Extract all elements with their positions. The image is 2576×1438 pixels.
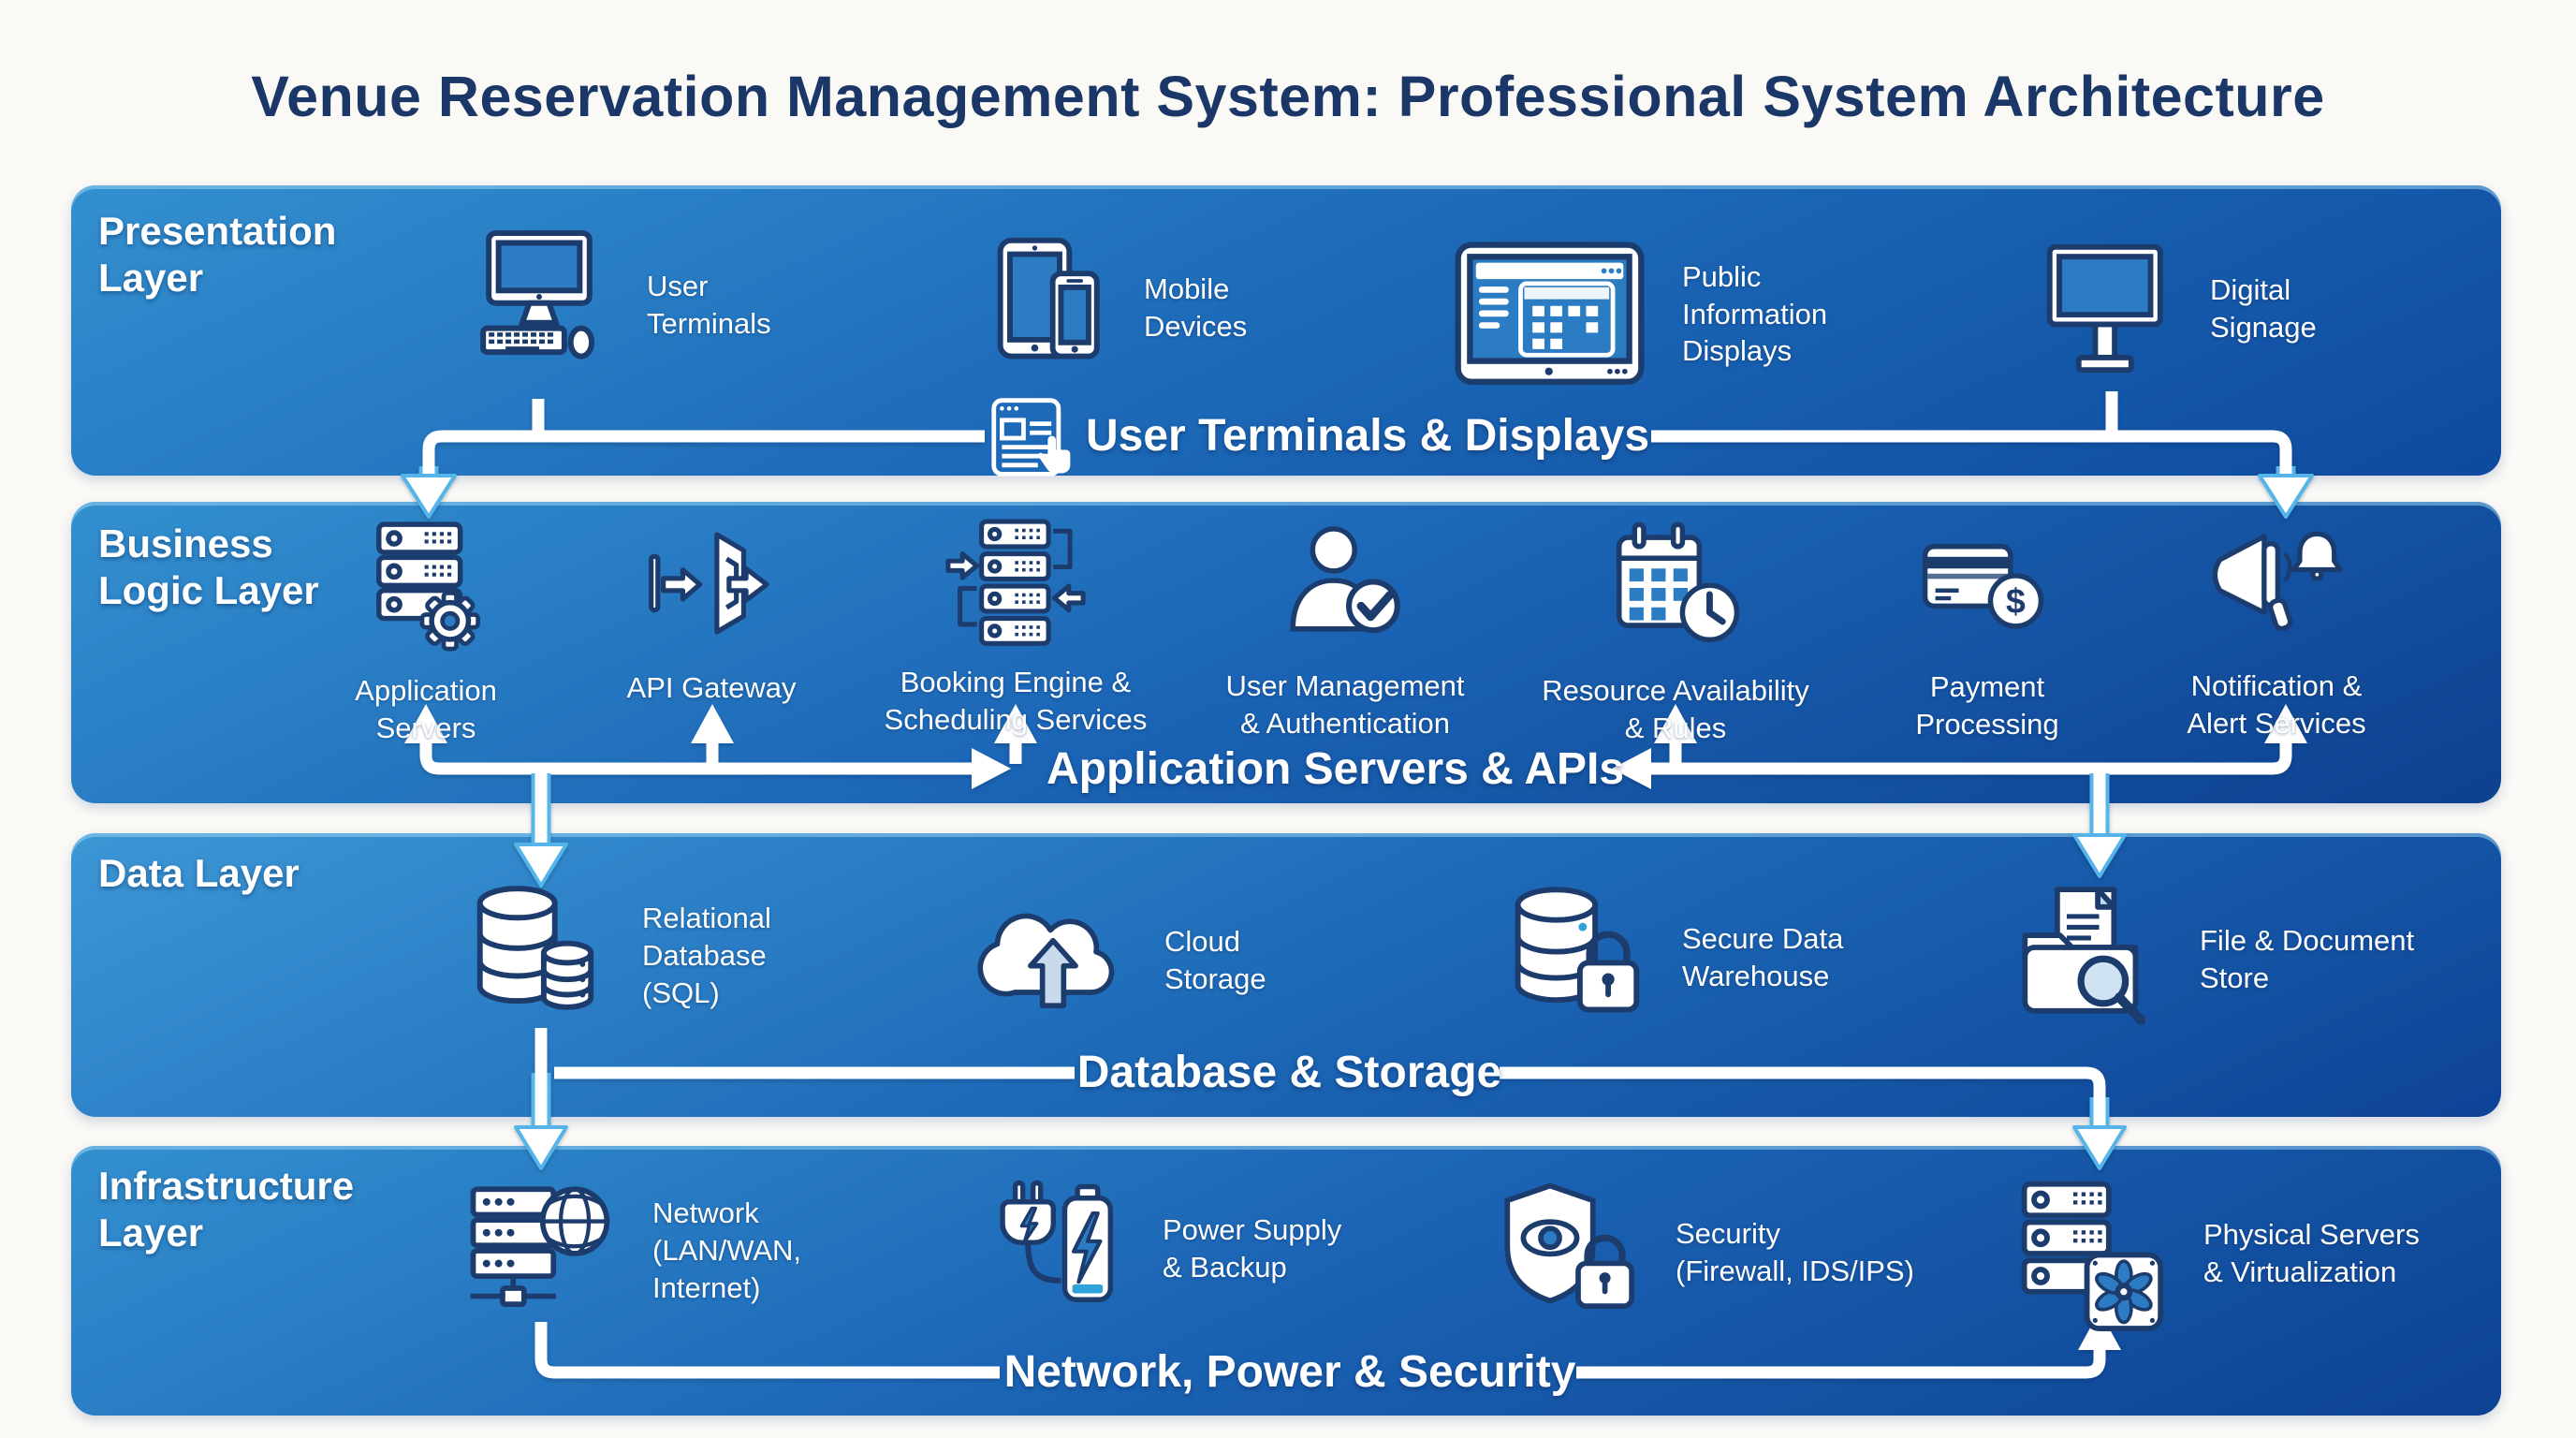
business-logic-layer-title: Business Logic Layer	[98, 521, 319, 612]
item-label: Booking Engine & Scheduling Services	[884, 666, 1148, 736]
item-label: Secure Data Warehouse	[1682, 921, 1844, 992]
item-label: Notification & Alert Services	[2187, 669, 2366, 740]
shield-eye-lock-icon	[1494, 1178, 1644, 1328]
item-label: Application Servers	[355, 674, 497, 744]
presentation-layer-title: Presentation Layer	[98, 209, 337, 300]
item-label: Relational Database (SQL)	[642, 902, 771, 1009]
item-label: Security (Firewall, IDS/IPS)	[1676, 1217, 1914, 1287]
item-user-terminals: User Terminals	[461, 225, 771, 386]
item-file-document-store: File & Document Store	[2009, 884, 2414, 1035]
item-secure-data-warehouse: Secure Data Warehouse	[1496, 880, 1843, 1034]
item-label: Resource Availability & Rules	[1542, 674, 1809, 744]
item-application-servers: Application Servers	[257, 517, 594, 746]
calendar-clock-icon	[1603, 517, 1749, 659]
data-banner-label: Database & Storage	[1076, 1048, 1502, 1097]
item-api-gateway: API Gateway	[543, 522, 880, 707]
database-lock-icon	[1496, 880, 1650, 1034]
item-power-supply: Power Supply & Backup	[981, 1178, 1341, 1320]
business-banner-label: Application Servers & APIs	[1046, 744, 1625, 794]
item-security: Security (Firewall, IDS/IPS)	[1494, 1178, 1914, 1328]
item-booking-engine: Booking Engine & Scheduling Services	[847, 517, 1184, 738]
item-mobile-devices: Mobile Devices	[981, 232, 1247, 384]
business-logic-layer-band	[71, 502, 2501, 803]
cloud-upload-icon	[973, 888, 1133, 1034]
item-label: Power Supply & Backup	[1163, 1213, 1342, 1284]
item-digital-signage: Digital Signage	[2033, 236, 2317, 381]
data-layer-title: Data Layer	[98, 851, 300, 895]
infrastructure-banner-label: Network, Power & Security	[1003, 1347, 1576, 1397]
item-physical-servers: Physical Servers & Virtualization	[2005, 1176, 2420, 1331]
item-label: Mobile Devices	[1144, 272, 1248, 343]
database-cylinders-icon	[461, 878, 610, 1034]
page-title: Venue Reservation Management System: Pro…	[251, 65, 2325, 128]
item-payment-processing: $ Payment Processing	[1819, 521, 2156, 742]
card-dollar-icon: $	[1917, 521, 2057, 655]
plug-battery-icon	[981, 1178, 1131, 1320]
public-display-kiosk-icon	[1449, 236, 1650, 392]
mobile-devices-icon	[981, 232, 1112, 384]
item-resource-availability: Resource Availability & Rules	[1507, 517, 1844, 746]
server-gear-icon	[356, 517, 496, 659]
presentation-banner-label: User Terminals & Displays	[1086, 411, 1650, 461]
browser-cursor-icon	[988, 393, 1078, 483]
item-label: User Management & Authentication	[1225, 669, 1465, 740]
item-label: User Terminals	[647, 270, 771, 340]
item-public-information-displays: Public Information Displays	[1449, 236, 1827, 392]
server-fan-icon	[2005, 1176, 2172, 1331]
folder-document-search-icon	[2009, 884, 2168, 1035]
item-label: Physical Servers & Virtualization	[2203, 1218, 2420, 1288]
item-label: Public Information Displays	[1682, 259, 1828, 368]
user-check-icon	[1275, 517, 1415, 654]
item-label: Payment Processing	[1915, 670, 2059, 741]
item-label: Network (LAN/WAN, Internet)	[652, 1196, 802, 1304]
server-globe-network-icon	[457, 1176, 621, 1326]
item-label: Cloud Storage	[1164, 925, 1266, 995]
item-label: Digital Signage	[2210, 272, 2317, 344]
item-notification-services: Notification & Alert Services	[2108, 517, 2445, 741]
item-label: File & Document Store	[2200, 924, 2415, 994]
item-label: API Gateway	[626, 671, 797, 704]
svg-text:$: $	[2006, 580, 2026, 620]
infrastructure-layer-title: Infrastructure Layer	[98, 1164, 355, 1255]
item-user-management: User Management & Authentication	[1177, 517, 1514, 741]
item-network: Network (LAN/WAN, Internet)	[457, 1176, 801, 1326]
desktop-computer-icon	[461, 225, 615, 386]
item-cloud-storage: Cloud Storage	[973, 888, 1266, 1034]
digital-signage-icon	[2033, 236, 2178, 381]
megaphone-bell-icon	[2203, 517, 2350, 654]
api-gateway-icon	[641, 522, 782, 656]
booking-servers-icon	[941, 517, 1090, 651]
item-relational-database: Relational Database (SQL)	[461, 878, 771, 1034]
